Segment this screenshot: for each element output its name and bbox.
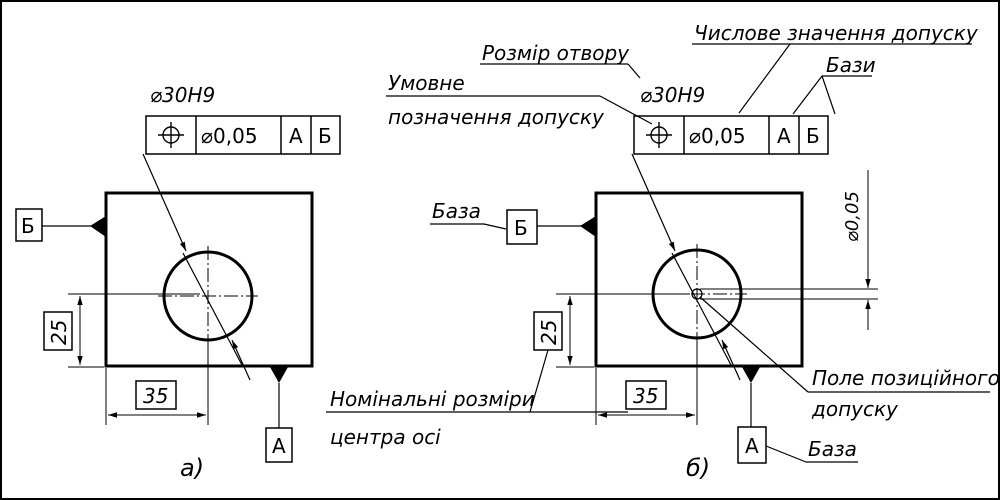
tolerance-datum-2: Б — [806, 124, 820, 148]
callout-leader — [483, 223, 507, 230]
tolerance-frame — [633, 115, 829, 155]
callout-leader — [738, 43, 791, 114]
panel-label-b: б) — [686, 454, 710, 482]
callout-nominal-line2: центра осі — [330, 425, 441, 449]
callout-leader — [792, 75, 823, 115]
datum-a-triangle — [742, 367, 760, 383]
dim-horizontal-lines — [105, 348, 209, 425]
callout-tolerance-value: Числове значення допуску — [694, 21, 979, 45]
tolerance-datum-1: А — [777, 124, 791, 148]
callout-leader — [529, 349, 549, 413]
datum-b-box — [15, 208, 43, 242]
tolerance-datum-2: Б — [318, 124, 332, 148]
diameter-arrow — [231, 339, 251, 381]
callout-leader — [765, 445, 807, 463]
datum-b-label: Б — [514, 216, 528, 240]
datum-a-label: А — [745, 434, 759, 458]
hole-size-label: ⌀30H9 — [150, 83, 215, 107]
dim-vertical-box — [43, 311, 73, 351]
part-outline — [594, 191, 804, 368]
frame-leader — [142, 153, 187, 252]
part-outline — [104, 191, 314, 368]
frame-leader — [631, 153, 676, 252]
dim-horizontal-value: 35 — [633, 384, 658, 408]
zone-dim-lines — [700, 170, 878, 330]
dim-vertical-lines — [68, 293, 200, 368]
callout-zone-line2: допуску — [811, 397, 899, 421]
callout-symbol-line1: Умовне — [388, 71, 465, 95]
dim-horizontal-lines — [595, 346, 698, 425]
callout-leader — [699, 296, 809, 393]
callout-leader — [627, 63, 641, 79]
tolerance-zone — [691, 288, 703, 300]
callout-leader — [599, 95, 653, 125]
position-symbol-icon — [646, 122, 672, 148]
dim-vertical-box — [533, 311, 563, 351]
callout-hole-size: Розмір отвору — [482, 41, 630, 65]
zone-dim-value: ⌀0,05 — [842, 191, 863, 242]
callout-symbol-line2: позначення допуску — [388, 105, 605, 129]
datum-b-triangle — [90, 216, 106, 237]
figure-a: ⌀30H9 ⌀0,05 А Б Б — [15, 83, 341, 482]
callout-base-left: База — [432, 199, 481, 223]
callout-zone-line1: Поле позиційного — [812, 366, 1000, 390]
callout-bases: Бази — [826, 53, 876, 77]
diameter-arrow — [721, 339, 741, 381]
dim-horizontal-value: 35 — [143, 384, 168, 408]
datum-b-triangle — [580, 216, 596, 237]
datum-a-box — [737, 426, 767, 464]
diameter-line — [671, 252, 732, 366]
datum-a-triangle — [270, 367, 288, 383]
dim-horizontal-box — [135, 380, 177, 410]
center-lines — [647, 244, 747, 346]
dim-horizontal-box — [625, 380, 667, 410]
hole-size-label: ⌀30H9 — [640, 83, 705, 107]
tolerance-value: ⌀0,05 — [689, 124, 746, 148]
tolerance-value: ⌀0,05 — [201, 124, 258, 148]
dim-vertical-value: 25 — [47, 320, 71, 345]
tolerance-datum-1: А — [289, 124, 303, 148]
center-lines — [158, 246, 258, 348]
position-symbol-icon — [158, 122, 184, 148]
datum-b-label: Б — [21, 214, 35, 238]
datum-a-box — [265, 427, 293, 463]
dim-vertical-value: 25 — [537, 320, 561, 345]
datum-b-box — [506, 209, 538, 245]
diameter-line — [182, 252, 243, 366]
tolerance-frame — [145, 115, 341, 155]
dim-vertical-lines — [556, 293, 690, 368]
callout-base-bottom: База — [808, 437, 857, 461]
datum-a-label: А — [272, 434, 286, 458]
panel-label-a: а) — [180, 454, 204, 482]
callout-leader — [821, 75, 836, 115]
callout-nominal-line1: Номінальні розміри — [330, 387, 535, 411]
figure-b: Числове значення допуску Розмір отвору Б… — [326, 21, 1000, 482]
